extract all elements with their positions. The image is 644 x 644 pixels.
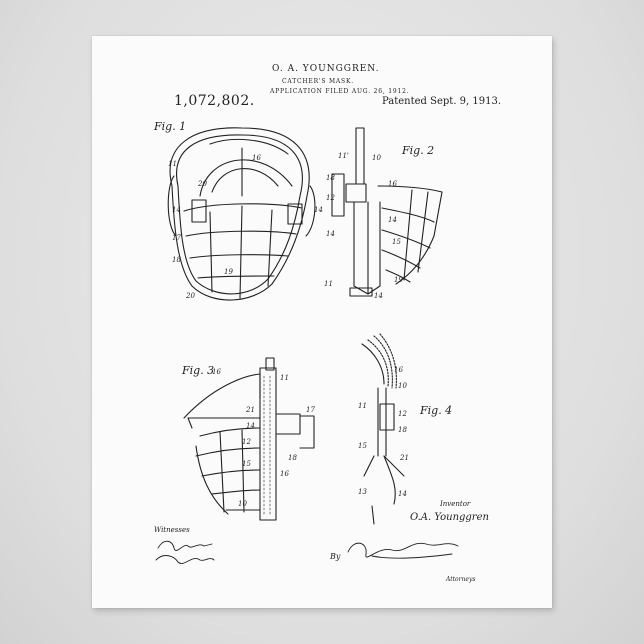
- svg-text:12: 12: [398, 410, 407, 418]
- svg-text:19: 19: [224, 268, 233, 276]
- svg-text:15: 15: [358, 442, 367, 450]
- svg-text:11: 11: [168, 160, 177, 168]
- svg-text:18: 18: [326, 174, 335, 182]
- svg-text:20: 20: [197, 180, 207, 188]
- svg-text:13: 13: [358, 488, 367, 496]
- patent-poster: O. A. YOUNGGREN. CATCHER'S MASK. APPLICA…: [92, 36, 552, 608]
- svg-text:11: 11: [280, 374, 289, 382]
- svg-text:16: 16: [394, 366, 403, 374]
- svg-text:11: 11: [358, 402, 367, 410]
- svg-text:18: 18: [398, 426, 407, 434]
- patent-drawings: 11 16 20 14 17' 18 19 20 14: [92, 36, 552, 608]
- svg-text:10: 10: [372, 154, 381, 162]
- witness-signatures: [156, 541, 214, 563]
- svg-text:14: 14: [398, 490, 407, 498]
- svg-text:17: 17: [306, 406, 315, 414]
- svg-text:18: 18: [172, 256, 181, 264]
- svg-text:14: 14: [172, 206, 181, 214]
- svg-text:15: 15: [392, 238, 401, 246]
- svg-text:12: 12: [326, 194, 335, 202]
- svg-text:18: 18: [288, 454, 297, 462]
- svg-text:16: 16: [212, 368, 221, 376]
- svg-text:11: 11: [324, 280, 333, 288]
- svg-text:14: 14: [374, 292, 383, 300]
- svg-text:16: 16: [280, 470, 289, 478]
- svg-text:19: 19: [394, 276, 403, 284]
- svg-text:15: 15: [242, 460, 251, 468]
- svg-text:14: 14: [388, 216, 397, 224]
- svg-text:16: 16: [252, 154, 261, 162]
- svg-text:14: 14: [326, 230, 335, 238]
- svg-text:10: 10: [238, 500, 247, 508]
- attorney-signature: [348, 543, 458, 558]
- svg-text:20: 20: [185, 292, 195, 300]
- svg-text:10: 10: [398, 382, 407, 390]
- svg-text:14: 14: [314, 206, 323, 214]
- svg-text:21: 21: [399, 454, 409, 462]
- svg-text:11': 11': [338, 152, 349, 160]
- fig-1-mask-front: [168, 128, 315, 300]
- svg-text:21: 21: [245, 406, 255, 414]
- svg-text:12: 12: [242, 438, 251, 446]
- svg-text:14: 14: [246, 422, 255, 430]
- svg-text:17': 17': [172, 234, 183, 242]
- svg-text:16: 16: [388, 180, 397, 188]
